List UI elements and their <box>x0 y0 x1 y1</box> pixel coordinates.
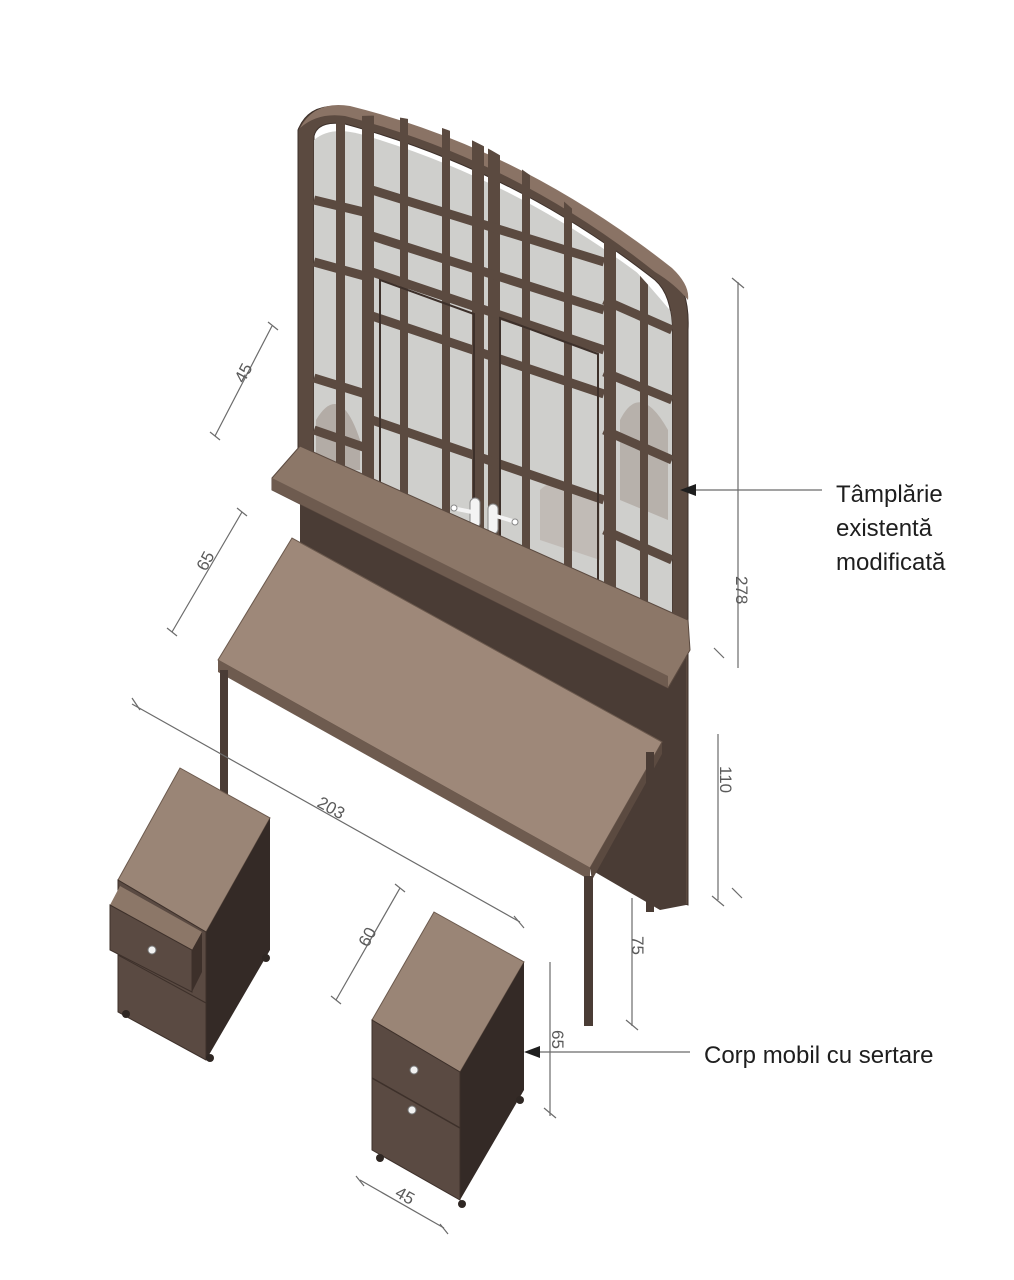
dim-label-total-height: 278 <box>732 576 751 604</box>
dim-label-desk-length: 203 <box>314 793 348 823</box>
wheel-icon <box>516 1096 524 1104</box>
callout-cabinet-label: Corp mobil cu sertare <box>704 1042 933 1069</box>
dim-label-sill-height: 110 <box>716 766 735 793</box>
callout-joinery: Tâmplărie existentă modificată <box>680 481 946 576</box>
door-handle-icon <box>450 497 519 535</box>
desk-leg <box>646 752 654 912</box>
callout-joinery-line1: Tâmplărie <box>836 481 943 508</box>
dim-label-desk-height: 75 <box>628 936 647 955</box>
dimension-lines <box>131 277 745 1235</box>
wheel-icon <box>376 1154 384 1162</box>
cabinet-side <box>460 962 524 1200</box>
open-drawer <box>110 886 202 950</box>
cabinet-side <box>206 818 270 1060</box>
dim-label-shelf-depth: 65 <box>193 548 219 574</box>
arrowhead-icon <box>680 484 696 496</box>
wheel-icon <box>206 1054 214 1062</box>
callout-joinery-line3: modificată <box>836 549 946 576</box>
wheel-icon <box>262 954 270 962</box>
desk-leg <box>584 876 593 1026</box>
callout-cabinet: Corp mobil cu sertare <box>524 1042 933 1069</box>
desk-leg <box>220 670 228 795</box>
dim-label-cabinet-height: 65 <box>548 1030 567 1049</box>
wheel-icon <box>122 1010 130 1018</box>
callout-joinery-line2: existentă <box>836 515 933 542</box>
dim-label-cabinet-width: 45 <box>392 1183 418 1209</box>
mobile-cabinet-left <box>109 767 271 1062</box>
drawer-knob-icon <box>409 1065 419 1075</box>
arrowhead-icon <box>524 1046 540 1058</box>
drawer-knob-icon <box>147 945 157 955</box>
wheel-icon <box>458 1200 466 1208</box>
desk <box>217 537 663 1026</box>
drawer-knob-icon <box>407 1105 417 1115</box>
mobile-cabinet-right <box>371 911 525 1208</box>
